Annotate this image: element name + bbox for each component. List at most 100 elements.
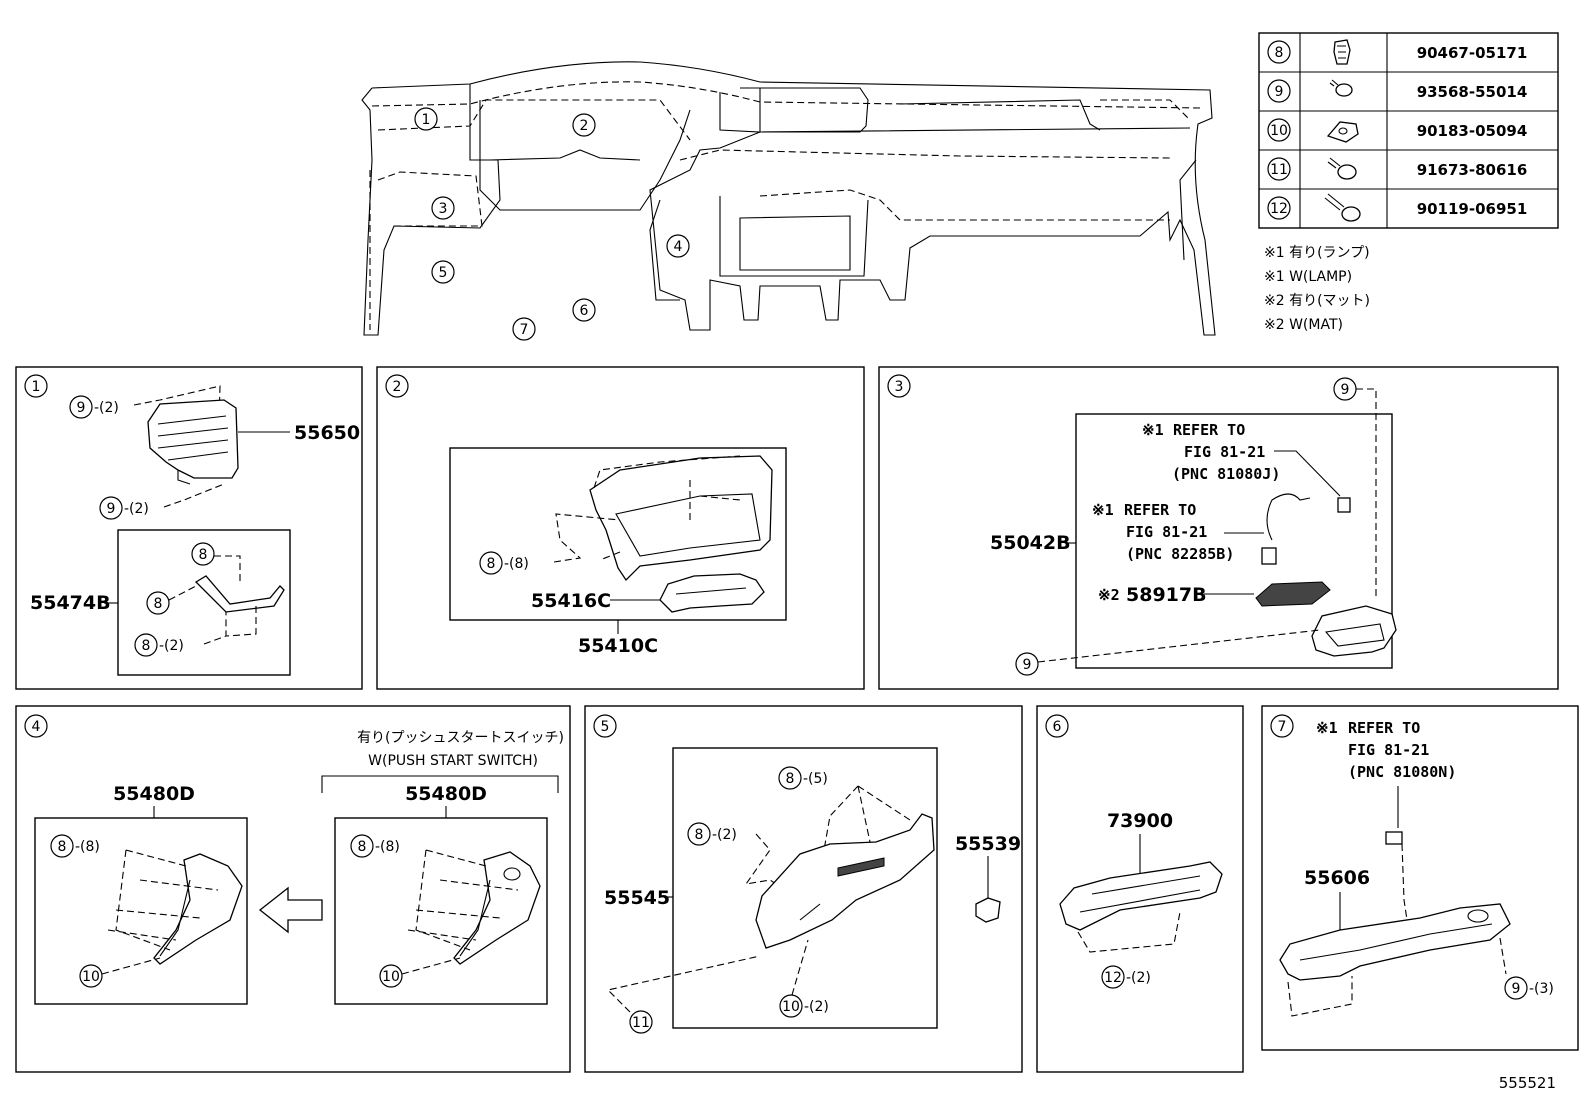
ref-line: REFER TO: [1124, 501, 1196, 519]
panel-1-number: 1: [32, 379, 41, 395]
ref-mark: ※1: [1092, 501, 1114, 519]
callout-qty: -(2): [124, 501, 149, 517]
ref-mark: ※1: [1142, 421, 1164, 439]
meter-hood-part: [589, 455, 773, 582]
overview-callout-7: 7: [520, 322, 529, 338]
callout-qty: -(2): [804, 999, 829, 1015]
table-row: 10 90183-05094: [1267, 118, 1528, 143]
callout-10: 10: [382, 969, 400, 985]
part-number-55545: 55545: [604, 887, 670, 909]
ref-line: (PNC 81080N): [1348, 763, 1456, 781]
callout-11: 11: [632, 1015, 650, 1031]
callout-12: 12: [1104, 970, 1122, 986]
panel-2-number: 2: [393, 379, 402, 395]
tray-part: [1311, 605, 1397, 657]
table-code: 91673-80616: [1417, 161, 1528, 179]
mat-part: [1255, 581, 1331, 607]
part-number-58917B: 58917B: [1126, 584, 1207, 606]
panel-7-number: 7: [1278, 719, 1287, 735]
lower-cover-part: [755, 813, 935, 949]
trim-bracket-part: [194, 575, 285, 613]
clip-icon: [1333, 39, 1351, 65]
callout-8: 8: [58, 839, 67, 855]
callout-qty: -(2): [1126, 970, 1151, 986]
ref-line: FIG 81-21: [1184, 443, 1265, 461]
callout-9: 9: [1512, 981, 1521, 997]
reinforcement-part: [1279, 903, 1511, 981]
fastener-table: 8 90467-05171 9 93568-55014 10: [1258, 32, 1559, 229]
panel-4-number: 4: [32, 719, 41, 735]
ref-line: (PNC 81080J): [1172, 465, 1280, 483]
table-row: 8 90467-05171: [1267, 39, 1527, 65]
overview-callouts: 1 2 3 4 5 6 7: [414, 107, 690, 341]
screw-icon: [1329, 79, 1353, 97]
ref-line: (PNC 82285B): [1126, 545, 1234, 563]
ref-line: FIG 81-21: [1348, 741, 1429, 759]
callout-qty: -(2): [94, 400, 119, 416]
note-4: ※2 W(MAT): [1264, 317, 1343, 333]
lamp-socket-part: [1385, 831, 1403, 845]
part-number-55539: 55539: [955, 833, 1021, 855]
overview-callout-1: 1: [422, 112, 431, 128]
lower-panel-right-part: [453, 851, 541, 965]
panel-6-number: 6: [1053, 719, 1062, 735]
note-1: ※1 有り(ランプ): [1264, 245, 1370, 261]
table-code: 90119-06951: [1417, 200, 1528, 218]
panel-3-number: 3: [895, 379, 904, 395]
panel-3: 3 ※1 REFER TO FIG 81-21 (PNC 81080J) ※1 …: [878, 366, 1559, 690]
panel-2: 2 8 -(8) 55416C 55410C: [376, 366, 865, 690]
callout-qty: -(2): [159, 638, 184, 654]
callout-qty: -(8): [75, 839, 100, 855]
panel-7: 7 ※1 REFER TO FIG 81-21 (PNC 81080N) 556…: [1261, 705, 1579, 1051]
overview-callout-2: 2: [580, 118, 589, 134]
bolt-icon: [1327, 157, 1357, 180]
panel-5-number: 5: [601, 719, 610, 735]
callout-9: 9: [1341, 382, 1350, 398]
panel-1: 1 9 -(2) 55650 9 -(2) 8 8 8 -(2) 55474B: [15, 366, 363, 690]
callout-qty: -(8): [375, 839, 400, 855]
ref-line: FIG 81-21: [1126, 523, 1207, 541]
diagram-id: 555521: [1499, 1074, 1556, 1092]
panel-6: 6 73900 12 -(2): [1036, 705, 1244, 1073]
table-row: 11 91673-80616: [1267, 157, 1528, 181]
callout-8: 8: [199, 547, 208, 563]
callout-8: 8: [786, 771, 795, 787]
overview-callout-4: 4: [674, 239, 683, 255]
table-code: 90183-05094: [1417, 122, 1528, 140]
ref-line: REFER TO: [1173, 421, 1245, 439]
callout-8: 8: [695, 827, 704, 843]
callout-qty: -(5): [803, 771, 828, 787]
callout-qty: -(3): [1529, 981, 1554, 997]
table-row: 9 93568-55014: [1267, 79, 1527, 103]
meter-trim-part: [659, 573, 765, 613]
ref-mark: ※1: [1316, 719, 1338, 737]
clip-part: [975, 897, 1001, 923]
ref-mark: ※2: [1098, 586, 1120, 604]
overview-callout-3: 3: [439, 201, 448, 217]
table-num: 9: [1275, 84, 1284, 100]
notes: ※1 有り(ランプ) ※1 W(LAMP) ※2 有り(マット) ※2 W(MA…: [1264, 245, 1370, 333]
callout-8: 8: [142, 638, 151, 654]
callout-8: 8: [487, 556, 496, 572]
table-num: 12: [1270, 201, 1288, 217]
part-number-55650: 55650: [294, 422, 360, 444]
wire-harness-part: [1261, 493, 1351, 565]
switch-panel-part: [147, 399, 239, 485]
overview-callout-5: 5: [439, 265, 448, 281]
overview-callout-6: 6: [580, 303, 589, 319]
part-number-55042B: 55042B: [990, 532, 1071, 554]
push-start-header-en: W(PUSH START SWITCH): [368, 753, 538, 769]
arrow-icon: [258, 886, 323, 934]
callout-qty: -(2): [712, 827, 737, 843]
part-number-55410C: 55410C: [578, 635, 658, 657]
part-number-55480D-left: 55480D: [113, 783, 195, 805]
dashboard-overview: [361, 61, 1216, 336]
part-number-55606: 55606: [1304, 867, 1370, 889]
panel-4: 4 有り(プッシュスタートスイッチ) W(PUSH START SWITCH) …: [15, 705, 571, 1073]
note-2: ※1 W(LAMP): [1264, 269, 1352, 285]
callout-9: 9: [1023, 657, 1032, 673]
callout-qty: -(8): [504, 556, 529, 572]
table-num: 8: [1275, 45, 1284, 61]
push-start-header-jp: 有り(プッシュスタートスイッチ): [357, 730, 564, 746]
